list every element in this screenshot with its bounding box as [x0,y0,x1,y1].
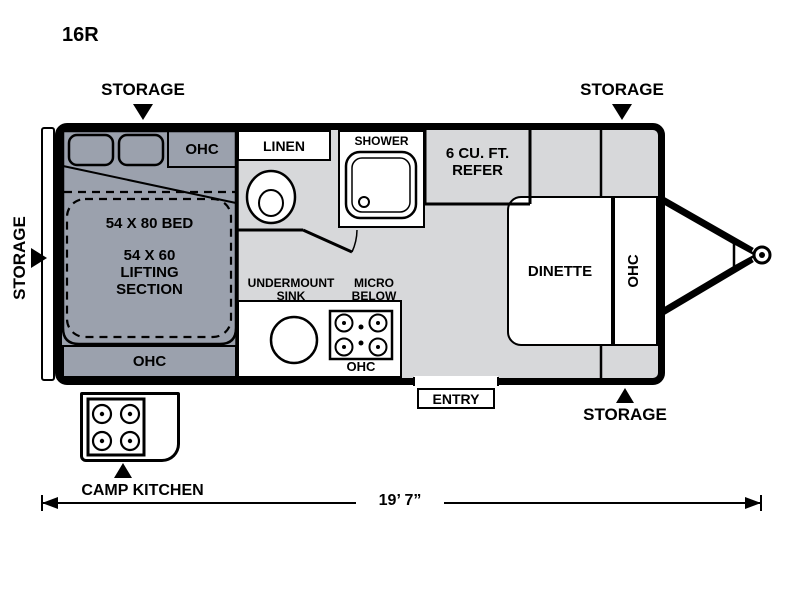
camp-kitchen-label: CAMP KITCHEN [81,482,204,499]
refer-label-line1: 6 CU. FT. [445,145,510,162]
camp-kitchen-arrow-icon [114,463,132,478]
refer-label-line2: REFER [452,162,503,179]
entry-door-opening [414,376,498,387]
rear-ohc-cabinet [613,196,658,346]
lifting-section-label-line1: 54 X 60 [123,247,176,264]
bed-ohc-bottom-label: OHC [132,353,167,370]
entry-label: ENTRY [417,388,495,409]
lifting-section-label-line2: LIFTING [120,264,179,281]
linen-label: LINEN [263,137,305,154]
bed-ohc-bottom-cabinet [62,345,237,378]
dinette-booth [507,196,613,346]
left-storage-door [41,127,55,381]
shower-label: SHOWER [354,134,409,148]
storage-top-right-label: STORAGE [580,80,664,99]
kitchen-ohc-label: OHC [346,359,376,374]
bed-ohc-top-label: OHC [185,140,219,158]
storage-bottom-right-label: STORAGE [583,405,667,424]
model-label: 16R [62,24,99,46]
storage-top-right-arrow-icon [612,104,632,120]
storage-left-label: STORAGE [10,216,29,300]
dinette-label: DINETTE [527,262,593,280]
bed-size-label: 54 X 80 BED [105,215,194,232]
hitch-assembly [659,195,772,317]
lifting-section-label-line3: SECTION [116,281,183,298]
rear-ohc-label: OHC [625,254,642,288]
dimension-label: 19’ 7” [378,492,422,509]
storage-top-left-label: STORAGE [101,80,185,99]
undermount-sink-label-line2: SINK [276,289,306,303]
micro-below-label-line2: BELOW [351,289,397,303]
storage-top-left-arrow-icon [133,104,153,120]
micro-below-label-line1: MICRO [354,276,394,290]
undermount-sink-label-line1: UNDERMOUNT [247,276,335,290]
storage-bottom-right-arrow-icon [616,388,634,403]
camp-kitchen-box [80,392,180,462]
